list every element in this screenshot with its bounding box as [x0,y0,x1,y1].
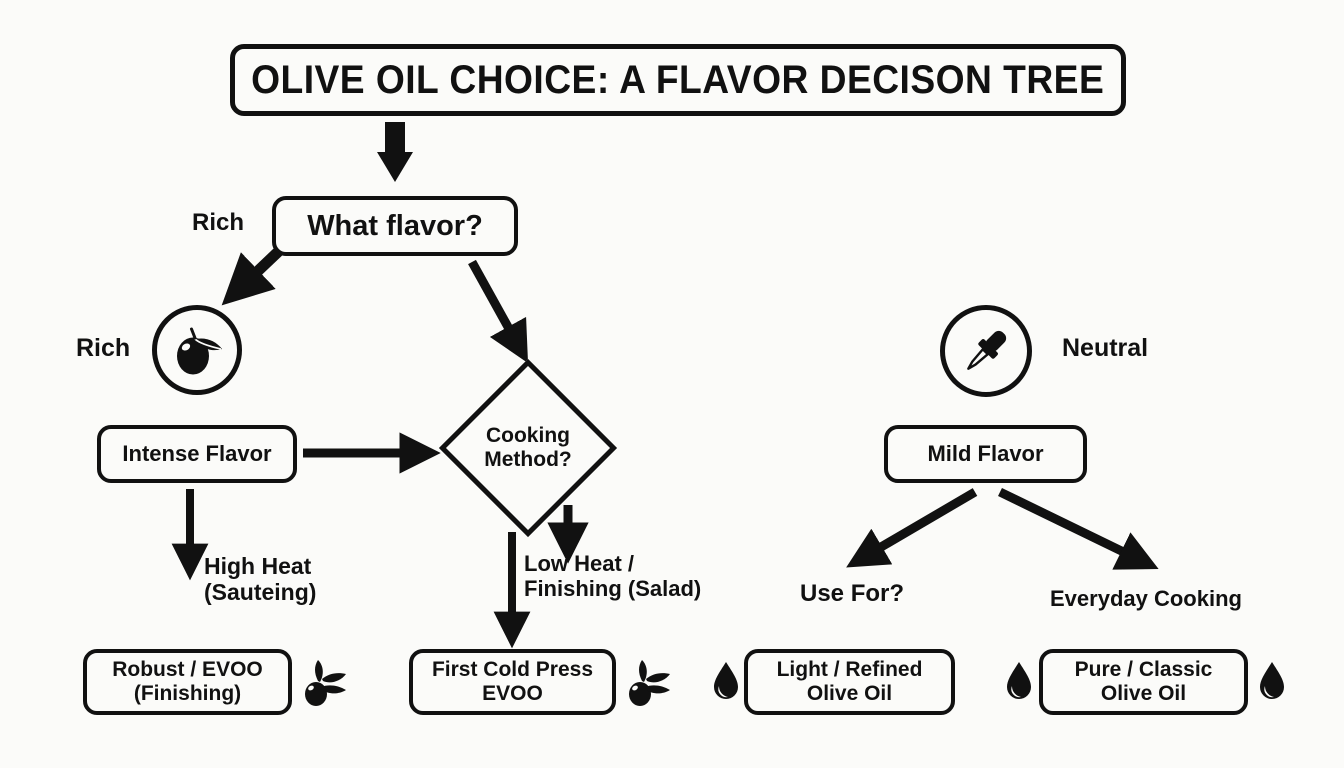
node-mild-flavor[interactable]: Mild Flavor [884,425,1087,483]
edge-label-neutral: Neutral [1062,334,1149,362]
arrow-title-to-question [377,122,413,182]
oil-droplet-icon [1007,662,1031,699]
edge-label-rich-top: Rich [192,209,245,236]
oil-droplet-icon [1260,662,1284,699]
arrow-question-to-rich [221,246,284,306]
outcome-pure-classic[interactable]: Pure / Classic Olive Oil [1039,649,1248,715]
page-title: OLIVE OIL CHOICE: A FLAVOR DECISON TREE [251,57,1105,102]
outcome-light-refined[interactable]: Light / Refined Olive Oil [744,649,955,715]
arrow-mild-to-everyday-cooking [998,487,1159,570]
arrow-mild-to-use-for [846,488,978,568]
outcome-robust-evoo-label: Robust / EVOO (Finishing) [112,658,263,705]
olive-branch-icon [305,660,346,706]
decision-cooking-method-label: Cooking Method? [484,423,572,471]
node-intense-flavor[interactable]: Intense Flavor [97,425,297,483]
outcome-pure-classic-label: Pure / Classic Olive Oil [1074,658,1213,705]
edge-label-everyday-cooking: Everyday Cooking [1050,586,1242,611]
arrow-question-to-cooking-method [468,259,529,364]
outcome-robust-evoo[interactable]: Robust / EVOO (Finishing) [83,649,292,715]
edge-label-rich-left: Rich [76,334,131,362]
outcome-light-refined-label: Light / Refined Olive Oil [776,658,923,705]
olive-branch-icon [629,660,670,706]
decision-cooking-method[interactable]: Cooking Method? [438,358,618,538]
dropper-badge [940,305,1032,397]
question-what-flavor-label: What flavor? [307,209,483,242]
edge-label-use-for: Use For? [800,580,905,607]
outcome-first-cold-press[interactable]: First Cold Press EVOO [409,649,616,715]
edge-label-high-heat: High Heat (Sauteing) [204,553,317,606]
oil-droplet-icon [714,662,738,699]
diagram-title-box: OLIVE OIL CHOICE: A FLAVOR DECISON TREE [230,44,1126,116]
node-intense-flavor-label: Intense Flavor [122,440,272,466]
olive-with-leaf-icon [177,327,222,375]
edge-label-low-heat: Low Heat / Finishing (Salad) [524,551,702,602]
outcome-first-cold-press-label: First Cold Press EVOO [431,658,594,705]
question-what-flavor[interactable]: What flavor? [272,196,518,256]
dropper-pipette-icon [967,330,1007,370]
olive-badge [152,305,242,395]
node-mild-flavor-label: Mild Flavor [927,440,1044,466]
